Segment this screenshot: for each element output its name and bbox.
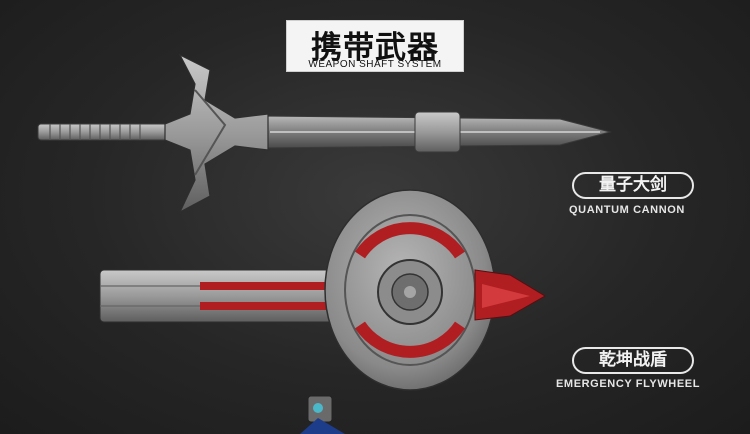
label-quantum-cannon-cn: 量子大剑 [572, 172, 694, 199]
title-chinese: 携带武器 [311, 30, 439, 66]
label-emergency-flywheel-en: EMERGENCY FLYWHEEL [556, 378, 701, 390]
label-quantum-cannon-en: QUANTUM CANNON [569, 204, 685, 216]
title-box: 携带武器 WEAPON SHAFT SYSTEM [286, 20, 464, 72]
title-english: WEAPON SHAFT SYSTEM [308, 59, 442, 70]
label-emergency-flywheel-cn: 乾坤战盾 [572, 347, 694, 374]
partial-weapon-bottom [300, 395, 345, 434]
quantum-sword [37, 53, 612, 214]
emergency-flywheel-shield [99, 189, 546, 391]
